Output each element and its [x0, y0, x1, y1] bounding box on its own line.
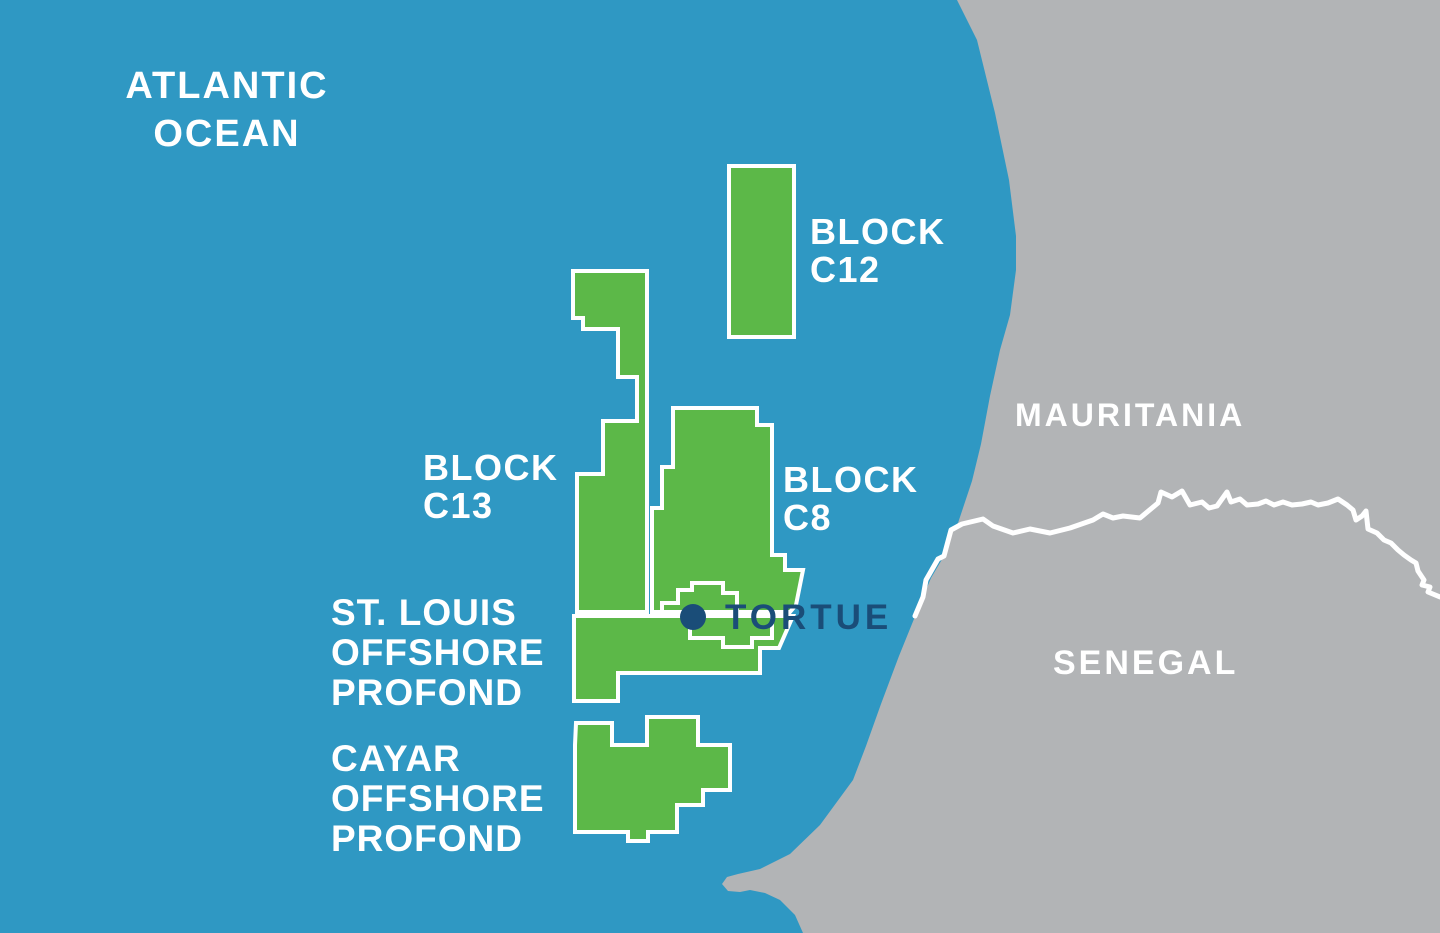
tortue-unit-outline — [660, 581, 774, 649]
block-c13-label: BLOCK C13 — [423, 449, 559, 525]
tortue-location-dot — [680, 604, 706, 630]
block-c13-shape — [571, 269, 649, 614]
atlantic-ocean-line2: OCEAN — [153, 113, 301, 155]
atlantic-ocean-label: ATLANTIC OCEAN — [92, 62, 362, 158]
block-c13-label-line2: C13 — [423, 485, 494, 526]
block-c8-shape — [650, 406, 806, 614]
block-c12-label-line1: BLOCK — [810, 211, 946, 252]
cayar-label-line1: CAYAR — [331, 738, 461, 779]
st-louis-label-line3: PROFOND — [331, 672, 523, 713]
mauritania-label: MAURITANIA — [1015, 397, 1246, 433]
cayar-label-line2: OFFSHORE — [331, 778, 545, 819]
st-louis-offshore-profond-shape — [572, 614, 797, 703]
cayar-label-line3: PROFOND — [331, 818, 523, 859]
cayar-offshore-profond-shape — [573, 715, 732, 843]
st-louis-label-line1: ST. LOUIS — [331, 592, 517, 633]
block-c8-label-line1: BLOCK — [783, 459, 919, 500]
block-c12-shape — [727, 164, 796, 339]
block-c8-label: BLOCK C8 — [783, 461, 919, 537]
block-c12-label: BLOCK C12 — [810, 213, 946, 289]
st-louis-offshore-profond-label: ST. LOUIS OFFSHORE PROFOND — [331, 593, 545, 713]
atlantic-ocean-line1: ATLANTIC — [125, 65, 329, 107]
country-border-line — [912, 488, 1440, 619]
block-c12-label-line2: C12 — [810, 249, 881, 290]
tortue-label: TORTUE — [725, 598, 893, 637]
senegal-label: SENEGAL — [1053, 644, 1239, 682]
block-c13-label-line1: BLOCK — [423, 447, 559, 488]
st-louis-label-line2: OFFSHORE — [331, 632, 545, 673]
block-c8-label-line2: C8 — [783, 497, 833, 538]
cayar-offshore-profond-label: CAYAR OFFSHORE PROFOND — [331, 739, 545, 859]
landmass — [722, 0, 1440, 933]
